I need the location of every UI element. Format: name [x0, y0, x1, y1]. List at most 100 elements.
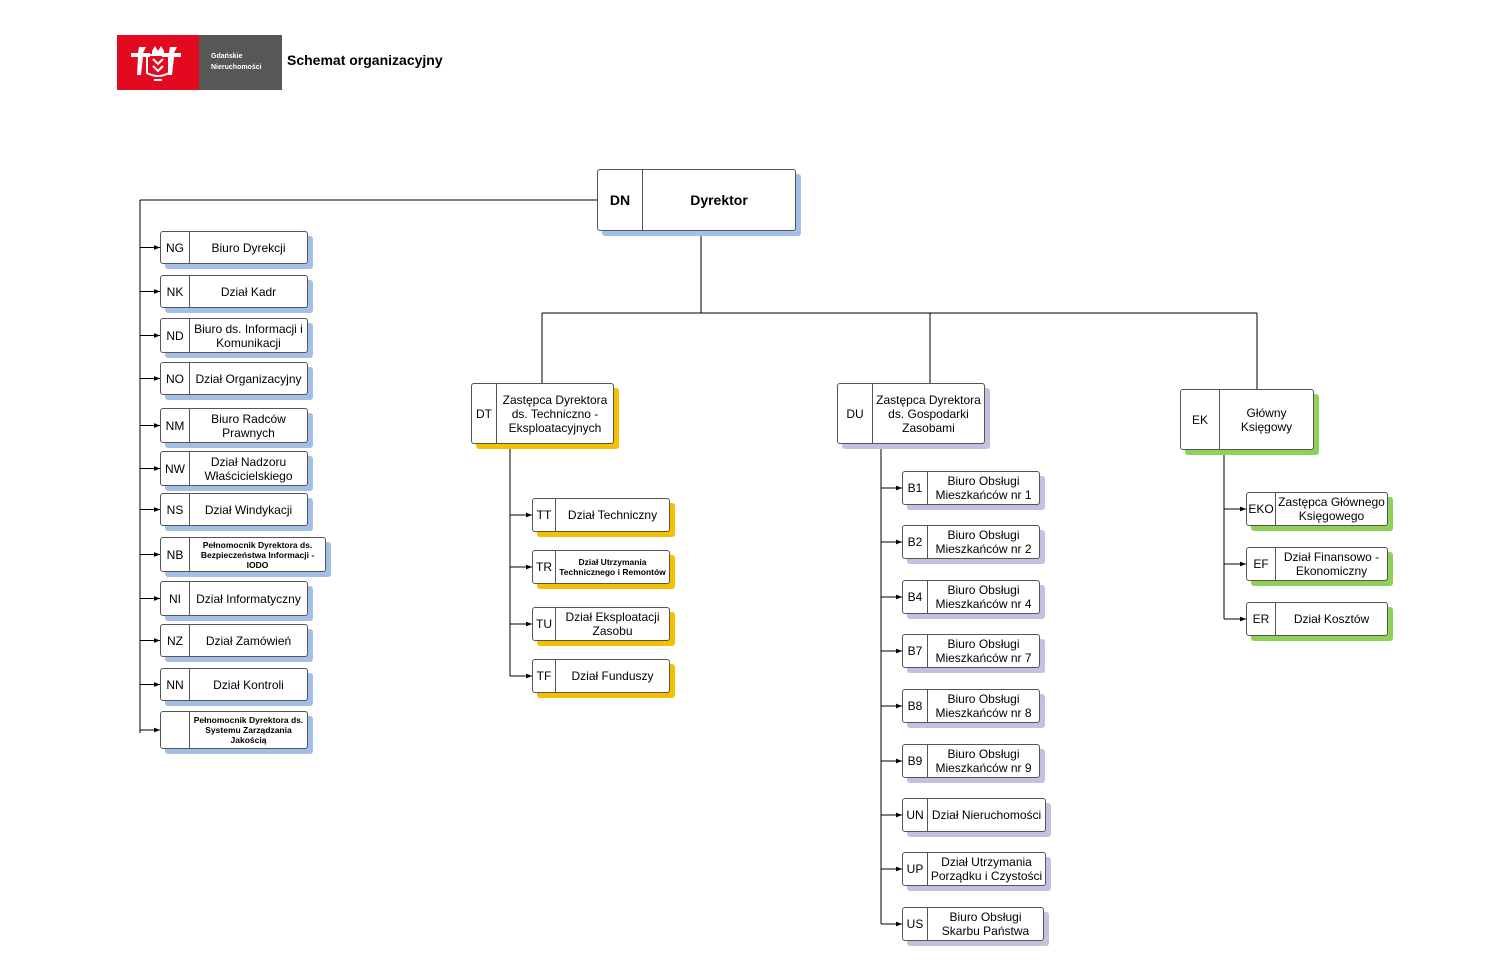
unit-label: Dział Finansowo - Ekonomiczny — [1283, 550, 1380, 578]
logo-line-2: Nieruchomości — [211, 64, 262, 71]
unit-label: Dział Organizacyjny — [195, 371, 302, 386]
unit-label: Dział Utrzymania Porządku i Czystości — [930, 855, 1043, 883]
unit-label: Pełnomocnik Dyrektora ds. Systemu Zarząd… — [193, 715, 304, 745]
unit-code: NK — [161, 276, 190, 307]
unit-label: Biuro Radców Prawnych — [211, 411, 286, 440]
left-unit-nk[interactable]: NK Dział Kadr — [160, 275, 308, 308]
unit-label: Biuro Obsługi Skarbu Państwa — [941, 910, 1030, 938]
unit-code: NI — [161, 582, 190, 615]
unit-tf[interactable]: TF Dział Funduszy — [532, 659, 670, 693]
unit-code: UN — [903, 799, 928, 831]
unit-label: Dział Techniczny — [567, 508, 658, 522]
unit-code: NG — [161, 232, 190, 263]
left-unit-nz[interactable]: NZ Dział Zamówień — [160, 624, 308, 657]
unit-code: NO — [161, 363, 190, 394]
unit-label: Dział Nieruchomości — [931, 808, 1042, 822]
unit-code: TU — [533, 608, 556, 640]
unit-tu[interactable]: TU Dział Eksploatacji Zasobu — [532, 607, 670, 641]
unit-label: Biuro Obsługi Mieszkańców nr 2 — [935, 528, 1032, 556]
unit-label: Dział Zamówień — [205, 633, 292, 648]
unit-code: EF — [1247, 548, 1276, 580]
unit-label: Pełnomocnik Dyrektora ds. Bezpieczeństwa… — [200, 539, 315, 570]
unit-code: B7 — [903, 635, 928, 667]
unit-label: Dział Kadr — [220, 284, 277, 299]
left-unit-ni[interactable]: NI Dział Informatyczny — [160, 581, 308, 616]
unit-label: Biuro Obsługi Mieszkańców nr 1 — [935, 474, 1032, 502]
unit-code: NZ — [161, 625, 190, 656]
unit-label: Dział Funduszy — [571, 669, 654, 683]
unit-label: Zastępca Dyrektora ds. Techniczno - Eksp… — [502, 392, 608, 435]
logo-crest — [117, 35, 199, 90]
unit-code: B8 — [903, 690, 928, 722]
page-title: Schemat organizacyjny — [287, 52, 443, 68]
left-unit-ng[interactable]: NG Biuro Dyrekcji — [160, 231, 308, 264]
left-unit-nn[interactable]: NN Dział Kontroli — [160, 668, 308, 701]
unit-code: B9 — [903, 745, 928, 777]
unit-code: US — [903, 908, 928, 940]
unit-code: B2 — [903, 526, 928, 558]
unit-label: Zastępca Głównego Księgowego — [1278, 495, 1385, 523]
unit-code: EK — [1181, 390, 1220, 449]
left-unit-nw[interactable]: NW Dział Nadzoru Właścicielskiego — [160, 451, 308, 486]
unit-tt[interactable]: TT Dział Techniczny — [532, 498, 670, 532]
unit-label: Główny Księgowy — [1240, 405, 1293, 434]
unit-label: Zastępca Dyrektora ds. Gospodarki Zasoba… — [876, 392, 981, 435]
director-box[interactable]: DN Dyrektor — [597, 169, 796, 231]
unit-label: Dział Kosztów — [1293, 612, 1370, 626]
unit-label: Dyrektor — [690, 192, 748, 208]
left-unit-no[interactable]: NO Dział Organizacyjny — [160, 362, 308, 395]
unit-label: Dział Windykacji — [204, 502, 293, 517]
unit-code: DU — [838, 384, 873, 443]
unit-label: Dział Kontroli — [213, 677, 284, 692]
unit-code: ER — [1247, 603, 1276, 635]
unit-code: UP — [903, 853, 928, 885]
unit-er[interactable]: ER Dział Kosztów — [1246, 602, 1388, 636]
unit-label: Biuro Dyrekcji — [211, 240, 286, 255]
unit-code: NW — [161, 452, 190, 485]
city-crest-icon — [131, 46, 181, 81]
logo-wordmark: Gdańskie Nieruchomości — [199, 35, 282, 90]
unit-label: Biuro ds. Informacji i Komunikacji — [194, 321, 303, 350]
unit-label: Dział Nadzoru Właścicielskiego — [204, 454, 293, 483]
unit-code: DN — [598, 170, 643, 230]
deputy-ek[interactable]: EK Główny Księgowy — [1180, 389, 1314, 450]
unit-label: Biuro Obsługi Mieszkańców nr 4 — [935, 583, 1032, 611]
unit-code: ND — [161, 319, 190, 352]
unit-code: TF — [533, 660, 556, 692]
unit-us[interactable]: US Biuro Obsługi Skarbu Państwa — [902, 907, 1044, 941]
unit-code: DT — [472, 384, 497, 443]
unit-label: Dział Utrzymania Technicznego i Remontów — [559, 557, 666, 577]
unit-label: Dział Informatyczny — [196, 591, 301, 606]
unit-label: Biuro Obsługi Mieszkańców nr 9 — [935, 747, 1032, 775]
unit-code: NS — [161, 494, 190, 525]
unit-code: TR — [533, 551, 556, 583]
unit-code: B4 — [903, 581, 928, 613]
unit-code: NN — [161, 669, 190, 700]
left-unit-ns[interactable]: NS Dział Windykacji — [160, 493, 308, 526]
unit-code — [161, 712, 190, 748]
unit-label: Dział Eksploatacji Zasobu — [565, 610, 660, 638]
unit-code: TT — [533, 499, 556, 531]
left-unit-nb[interactable]: NB Pełnomocnik Dyrektora ds. Bezpieczeńst… — [160, 537, 326, 572]
unit-code: NM — [161, 409, 190, 442]
left-unit-pelnomocnik[interactable]: Pełnomocnik Dyrektora ds. Systemu Zarząd… — [160, 711, 308, 749]
unit-code: NB — [161, 538, 190, 571]
unit-code: B1 — [903, 472, 928, 504]
logo-line-1: Gdańskie — [211, 53, 243, 60]
left-unit-nm[interactable]: NM Biuro Radców Prawnych — [160, 408, 308, 443]
